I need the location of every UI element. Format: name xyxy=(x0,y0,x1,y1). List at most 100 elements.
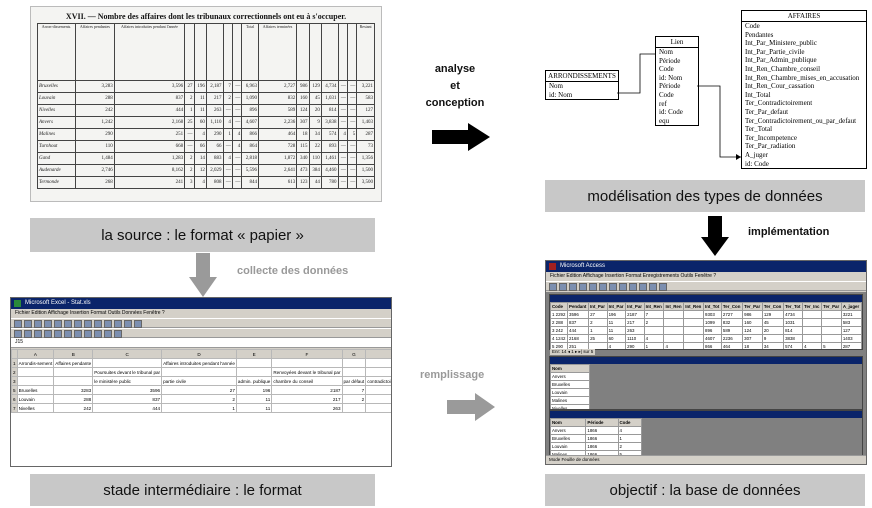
table-cell[interactable]: 9 xyxy=(761,334,785,343)
sheet-cell[interactable]: 196 xyxy=(235,385,273,395)
table-cell[interactable]: 3838 xyxy=(783,334,804,343)
italic-icon[interactable] xyxy=(24,330,32,338)
sheet-cell[interactable]: Affaires pendante xyxy=(53,358,94,368)
table-cell[interactable] xyxy=(663,326,685,335)
sheet-cell[interactable]: le ministère public xyxy=(92,376,163,386)
align-right-icon[interactable] xyxy=(64,330,72,338)
sheet-row[interactable]: 5Bruxelles328335962719621877930327279861… xyxy=(11,385,391,395)
table-cell[interactable]: 4 xyxy=(643,334,665,343)
table-cell[interactable]: 1866 xyxy=(585,434,619,443)
sheet-cell[interactable]: 444 xyxy=(92,403,163,413)
table-cell[interactable]: 464 xyxy=(720,342,744,349)
table-cell[interactable] xyxy=(821,326,842,335)
table-cell[interactable] xyxy=(663,318,685,327)
table-cell[interactable]: 9303 xyxy=(703,310,722,319)
table-cell[interactable]: 4734 xyxy=(783,310,804,319)
table-cell[interactable]: 11 xyxy=(606,318,627,327)
table-cell[interactable]: Bruxelles xyxy=(550,434,587,443)
table-cell[interactable]: Anvers xyxy=(550,372,590,381)
table-cell[interactable]: 287 xyxy=(840,342,862,349)
save-icon[interactable] xyxy=(34,320,42,328)
underline-icon[interactable] xyxy=(34,330,42,338)
sheet-cell[interactable]: 837 xyxy=(92,394,163,404)
merge-icon[interactable] xyxy=(74,330,82,338)
table-cell[interactable]: 1866 xyxy=(585,442,619,451)
column-header[interactable]: Int_Par xyxy=(625,302,645,311)
table-cell[interactable]: 444 xyxy=(567,326,590,335)
column-header[interactable]: Ter_Par xyxy=(821,302,842,311)
percent-icon[interactable] xyxy=(84,330,92,338)
table-row[interactable]: Bruxelles xyxy=(550,380,590,389)
sheet-cell[interactable] xyxy=(365,385,391,395)
table-cell[interactable] xyxy=(802,310,823,319)
column-header[interactable]: Int_Ren xyxy=(683,302,704,311)
table-cell[interactable]: 7 xyxy=(643,310,665,319)
sheet-cell[interactable] xyxy=(235,358,273,368)
sheet-cell[interactable] xyxy=(16,367,55,377)
table-row[interactable]: Nivelles xyxy=(550,404,590,409)
sheet-cell[interactable]: 2 xyxy=(341,394,367,404)
table-cell[interactable] xyxy=(683,310,704,319)
table-cell[interactable] xyxy=(683,342,704,349)
bold-icon[interactable] xyxy=(14,330,22,338)
table-cell[interactable]: 4 xyxy=(663,342,685,349)
sheet-cell[interactable] xyxy=(271,358,343,368)
column-letter[interactable]: F xyxy=(271,349,343,359)
fill-color-icon[interactable] xyxy=(104,330,112,338)
sheet-cell[interactable] xyxy=(365,367,391,377)
column-header[interactable]: Ter_Tot xyxy=(783,302,804,311)
table-cell[interactable]: 60 xyxy=(606,334,627,343)
table-cell[interactable]: 896 xyxy=(703,326,722,335)
paste-icon[interactable] xyxy=(599,283,607,291)
column-header-row[interactable]: ABCDEFGHIJKLMNOP xyxy=(11,349,391,359)
table-cell[interactable] xyxy=(821,318,842,327)
table-cell[interactable]: 3 242 xyxy=(550,326,569,335)
record-navigator-1[interactable]: Enr: 14 ◂ 1 ▸ ▸| sur 5 xyxy=(550,349,596,355)
copy-icon[interactable] xyxy=(589,283,597,291)
column-letter[interactable]: H xyxy=(365,349,391,359)
table-cell[interactable]: 4 xyxy=(802,342,823,349)
table-cell[interactable]: 986 xyxy=(742,310,763,319)
sheet-cell[interactable]: 2187 xyxy=(271,385,343,395)
sheet-cell[interactable]: chambre du conseil xyxy=(271,376,343,386)
table-cell[interactable]: 4607 xyxy=(703,334,722,343)
table-cell[interactable]: 1 xyxy=(643,342,665,349)
view-icon[interactable] xyxy=(549,283,557,291)
column-header[interactable]: Int_Par xyxy=(588,302,608,311)
table-arrondissements-header[interactable]: Nom xyxy=(550,364,590,373)
table-cell[interactable]: 1 2292 xyxy=(550,310,569,319)
table-cell[interactable]: 2 288 xyxy=(550,318,569,327)
table-cell[interactable]: 814 xyxy=(783,326,804,335)
table-row[interactable]: Malines xyxy=(550,396,590,405)
sheet-cell[interactable] xyxy=(235,367,273,377)
table-cell[interactable]: 2168 xyxy=(567,334,590,343)
table-cell[interactable]: 2 xyxy=(588,318,608,327)
table-cell[interactable]: 2727 xyxy=(720,310,744,319)
table-cell[interactable] xyxy=(821,310,842,319)
table-cell[interactable]: 129 xyxy=(761,310,785,319)
sheet-cell[interactable]: Poursuites devant le tribunal par xyxy=(92,367,163,377)
column-header[interactable]: Int_Ren xyxy=(663,302,685,311)
table-cell[interactable]: 3596 xyxy=(567,310,590,319)
table-cell[interactable]: 25 xyxy=(588,334,608,343)
sheet-cell[interactable]: 3283 xyxy=(53,385,94,395)
column-header[interactable]: Ter_Par xyxy=(742,302,763,311)
table-row[interactable]: Louvain xyxy=(550,388,590,397)
align-left-icon[interactable] xyxy=(44,330,52,338)
preview-icon[interactable] xyxy=(54,320,62,328)
column-header[interactable]: Code xyxy=(617,418,642,427)
table-cell[interactable]: 196 xyxy=(606,310,627,319)
table-cell[interactable] xyxy=(683,334,704,343)
sheet-cell[interactable]: Arrondis-sement xyxy=(16,358,55,368)
table-cell[interactable]: 217 xyxy=(625,318,645,327)
column-header[interactable]: A_juger xyxy=(840,302,862,311)
table-cell[interactable] xyxy=(643,326,665,335)
